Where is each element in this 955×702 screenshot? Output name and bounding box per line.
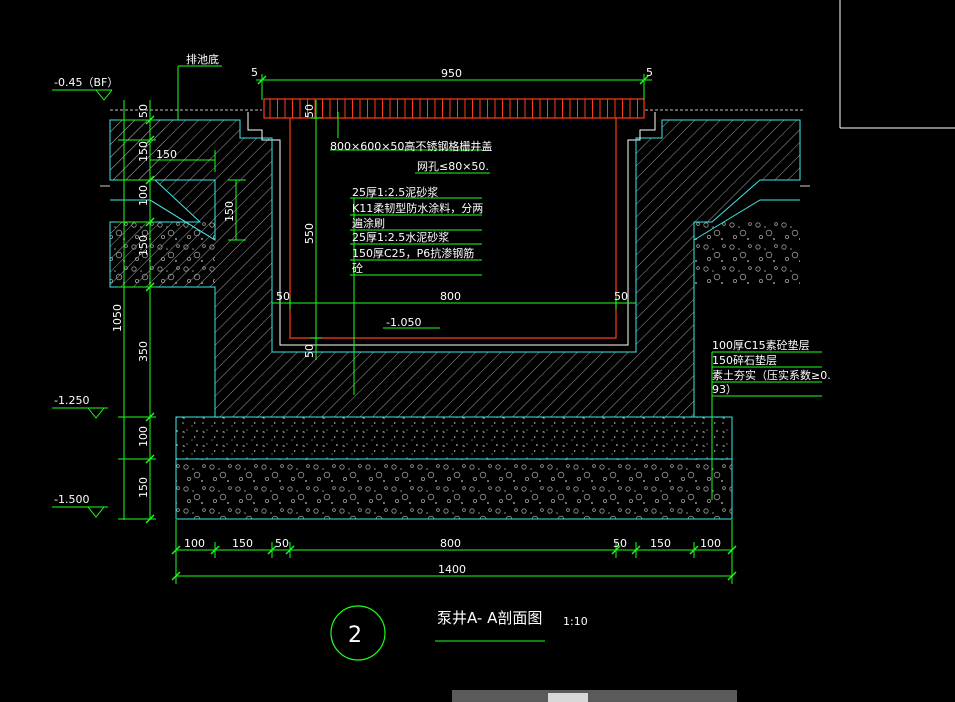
label-layer-1: 25厚1:2.5泥砂浆 (352, 185, 438, 199)
dim-left-50: 50 (137, 104, 150, 118)
dim-inner-50-top: 50 (303, 104, 316, 118)
sheet-frame (839, 0, 955, 129)
ground-line (100, 109, 810, 187)
dim-bot-150a: 150 (232, 537, 253, 550)
dim-bot-150b: 150 (650, 537, 671, 550)
label-layer-2: K11柔韧型防水涂料，分两 (352, 201, 483, 215)
label-grate-hole: 网孔≤80×50. (417, 160, 489, 173)
level-bottom: -1.500 (54, 493, 89, 506)
dimension-lines (52, 65, 822, 642)
dimension-ticks (145, 75, 737, 581)
dim-inner-800: 800 (440, 290, 461, 303)
label-base-3: 素土夯实（压实系数≥0. (712, 368, 831, 382)
dim-left-100: 100 (137, 185, 150, 206)
vertical-dimension-texts: 50 150 100 150 1050 350 100 150 150 50 5… (111, 104, 316, 498)
dim-left-350: 350 (137, 341, 150, 362)
label-base-2: 150碎石垫层 (712, 353, 777, 367)
bottom-toolbar-strip[interactable] (452, 690, 737, 702)
dim-bot-1400: 1400 (438, 563, 466, 576)
label-layer-6: 砼 (352, 262, 363, 275)
dim-inner-550: 550 (303, 223, 316, 244)
drawing-scale: 1:10 (563, 615, 588, 628)
level-mid: -1.250 (54, 394, 89, 407)
level-inner: -1.050 (386, 316, 421, 329)
annotations: 排池底 -0.45（BF） 800×600×50高不锈钢格栅井盖 网孔≤80×5… (54, 52, 831, 506)
label-layer-4: 25厚1:2.5水泥砂浆 (352, 230, 449, 244)
dim-bot-800: 800 (440, 537, 461, 550)
pit-cavity (247, 112, 656, 353)
dim-top-5-right: 5 (646, 66, 653, 79)
detail-circle (330, 605, 386, 661)
grate-cover (263, 98, 645, 119)
dim-bot-100b: 100 (700, 537, 721, 550)
label-grate: 800×600×50高不锈钢格栅井盖 (330, 139, 492, 153)
dim-bot-50b: 50 (613, 537, 627, 550)
base-layers (175, 416, 733, 520)
label-drain-pool-bottom: 排池底 (186, 52, 219, 66)
label-base-4: 93） (712, 383, 737, 396)
dim-bot-100a: 100 (184, 537, 205, 550)
dim-left-1050: 1050 (111, 304, 124, 332)
detail-number: 2 (348, 623, 362, 648)
dim-left-150c: 150 (137, 477, 150, 498)
dim-top-5-left: 5 (251, 66, 258, 79)
dim-inner-50-right: 50 (614, 290, 628, 303)
label-layer-3: 遍涂刷 (352, 216, 385, 230)
dim-top-950: 950 (441, 67, 462, 80)
label-layer-5: 150厚C25，P6抗渗钢筋 (352, 246, 474, 260)
level-top: -0.45（BF） (54, 76, 118, 89)
dim-slab-150: 150 (156, 148, 177, 161)
dimension-texts: 5 950 5 150 800 50 50 100 150 50 800 50 … (156, 66, 721, 576)
dim-inner-50-bottom: 50 (303, 344, 316, 358)
dim-left-150a: 150 (137, 141, 150, 162)
dim-bot-50a: 50 (275, 537, 289, 550)
dim-left-100b: 100 (137, 426, 150, 447)
dim-inner-50-left: 50 (276, 290, 290, 303)
dim-left-150b: 150 (137, 235, 150, 256)
dim-slab-150-v: 150 (223, 201, 236, 222)
drawing-title: 泵井A- A剖面图 (437, 609, 542, 627)
label-base-1: 100厚C15素砼垫层 (712, 338, 810, 352)
